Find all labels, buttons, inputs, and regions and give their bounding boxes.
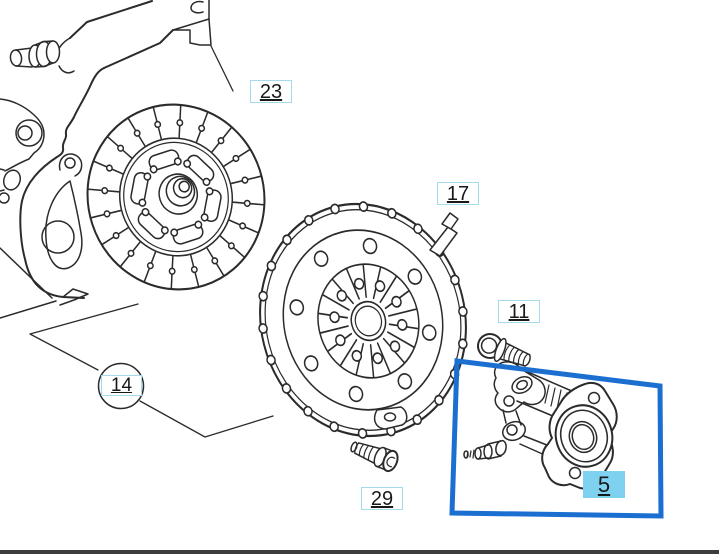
callout-11[interactable]: 11 [498,300,540,323]
group-14-leader-line [29,45,274,438]
selected-part-highlight-box [449,358,664,519]
bolt-29-drawing [350,441,399,473]
pressure-plate-tabs-drawing [373,212,459,430]
callout-5-selected[interactable]: 5 [583,471,625,498]
pressure-plate-drawing [258,201,468,439]
callout-29[interactable]: 29 [361,487,403,510]
callout-23-leader [210,45,234,92]
engine-stud-drawing [9,49,23,67]
slave-cylinder-drawing [463,361,618,490]
clutch-disc-drawing [86,103,266,291]
callout-14-circle [97,362,145,410]
bottom-edge-bar [0,550,719,554]
callout-17[interactable]: 17 [437,182,479,205]
callout-14[interactable]: 14 [101,375,142,396]
callout-23[interactable]: 23 [250,80,292,103]
engine-block-drawing [0,0,212,319]
bolt-11-drawing [477,333,531,367]
